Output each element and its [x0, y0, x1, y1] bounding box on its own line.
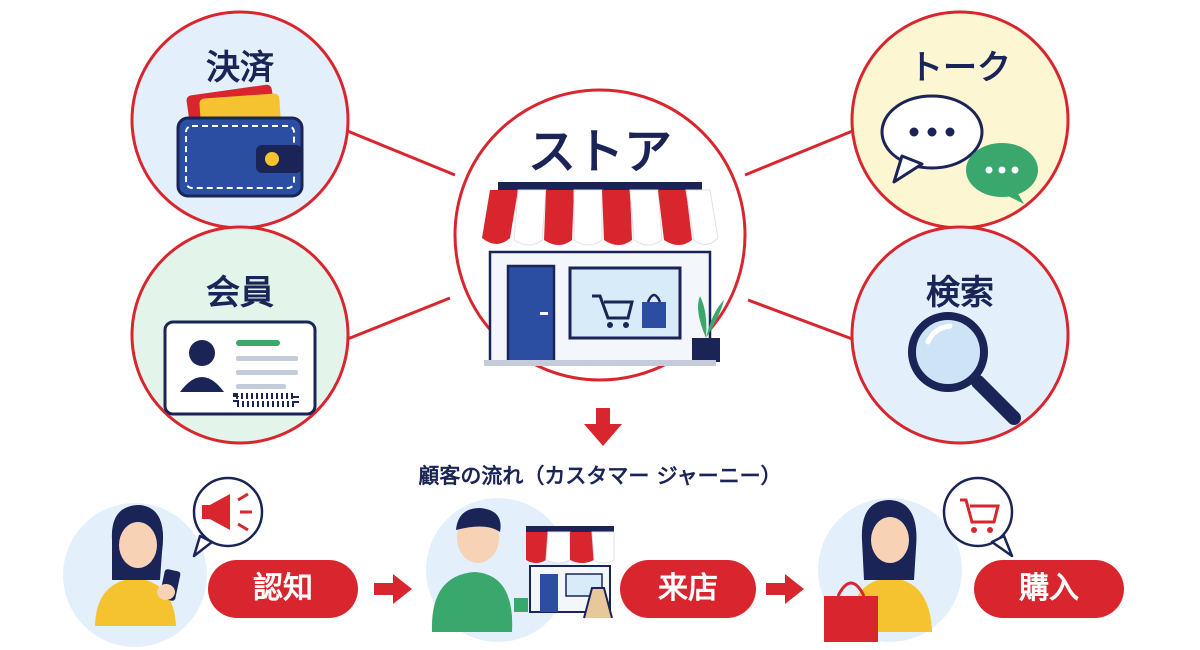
connector-membership [344, 296, 451, 342]
feature-circle-membership [130, 225, 350, 445]
right-arrow-icon-2 [766, 574, 804, 604]
feature-title-payment: 決済 [206, 48, 274, 88]
down-arrow-icon [584, 408, 622, 446]
magnifier-icon [908, 312, 1021, 425]
journey-step-label-awareness: 認知 [208, 560, 358, 618]
hub-circle-store [453, 88, 747, 382]
journey-step-label-visit: 来店 [620, 560, 756, 618]
journey-step-awareness-illustration [63, 476, 264, 647]
wallet-icon [176, 84, 304, 198]
feature-circle-payment [130, 10, 350, 230]
journey-step-label-purchase: 購入 [974, 560, 1124, 618]
connector-payment [344, 128, 456, 177]
storefront-icon [482, 182, 724, 366]
journey-step-purchase-illustration [818, 476, 1014, 642]
right-arrow-icon-1 [374, 574, 412, 604]
chat-bubbles-icon [880, 94, 1038, 204]
cart-icon [942, 476, 1014, 558]
feature-title-talk: トーク [909, 48, 1011, 88]
journey-title: 顧客の流れ（カスタマー ジャーニー） [418, 464, 782, 488]
journey-step-visit-illustration [426, 498, 615, 642]
feature-title-search: 検索 [926, 273, 994, 313]
feature-circle-search [850, 225, 1070, 445]
member-card-icon [163, 320, 317, 416]
megaphone-icon [192, 476, 264, 558]
feature-circle-talk [850, 10, 1070, 230]
connector-lines [344, 128, 856, 342]
connector-talk [744, 128, 856, 177]
connector-search [747, 298, 856, 342]
hub-title: ストア [527, 124, 672, 180]
feature-title-membership: 会員 [206, 273, 274, 313]
storefront-icon [514, 526, 615, 619]
